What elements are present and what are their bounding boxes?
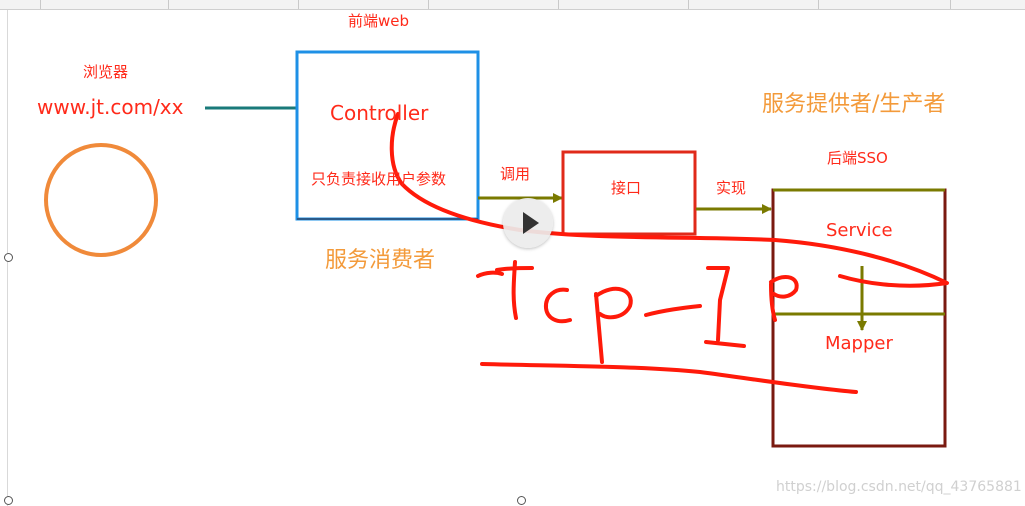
handwritten-annotation xyxy=(389,112,949,394)
top-ruler xyxy=(0,0,1025,10)
handwritten-c xyxy=(543,287,572,324)
handwritten-dash xyxy=(644,304,702,317)
handwritten-curve xyxy=(389,112,949,288)
play-icon xyxy=(523,212,539,234)
controller-note: 只负责接收用户参数 xyxy=(311,170,447,188)
browser-caption: 浏览器 xyxy=(83,63,129,81)
handwritten-t xyxy=(495,260,534,320)
handwritten-p xyxy=(594,286,633,364)
call-label: 调用 xyxy=(500,165,531,183)
resize-handle-left[interactable] xyxy=(4,253,13,262)
resize-handle-bottom[interactable] xyxy=(517,496,526,505)
interface-label: 接口 xyxy=(611,179,642,197)
controller-box xyxy=(295,50,480,221)
provider-caption: 服务提供者/生产者 xyxy=(762,92,946,117)
implement-label: 实现 xyxy=(716,179,747,197)
browser-url: www.jt.com/xx xyxy=(37,95,184,119)
handwritten-underline xyxy=(480,362,858,394)
backend-caption: 后端SSO xyxy=(827,149,888,167)
handwritten-p2 xyxy=(769,274,799,322)
consumer-caption: 服务消费者 xyxy=(325,248,436,273)
handwritten-i xyxy=(704,266,746,348)
service-label: Service xyxy=(826,220,893,241)
interface-box xyxy=(561,150,697,236)
handwritten-tick xyxy=(476,270,504,278)
controller-label: Controller xyxy=(330,101,429,125)
browser-circle xyxy=(44,143,158,257)
resize-handle-bottom-left[interactable] xyxy=(4,496,13,505)
mapper-label: Mapper xyxy=(825,333,893,354)
frontend-caption: 前端web xyxy=(348,12,410,30)
play-button[interactable] xyxy=(503,198,553,248)
watermark: https://blog.csdn.net/qq_43765881 xyxy=(776,479,1022,495)
